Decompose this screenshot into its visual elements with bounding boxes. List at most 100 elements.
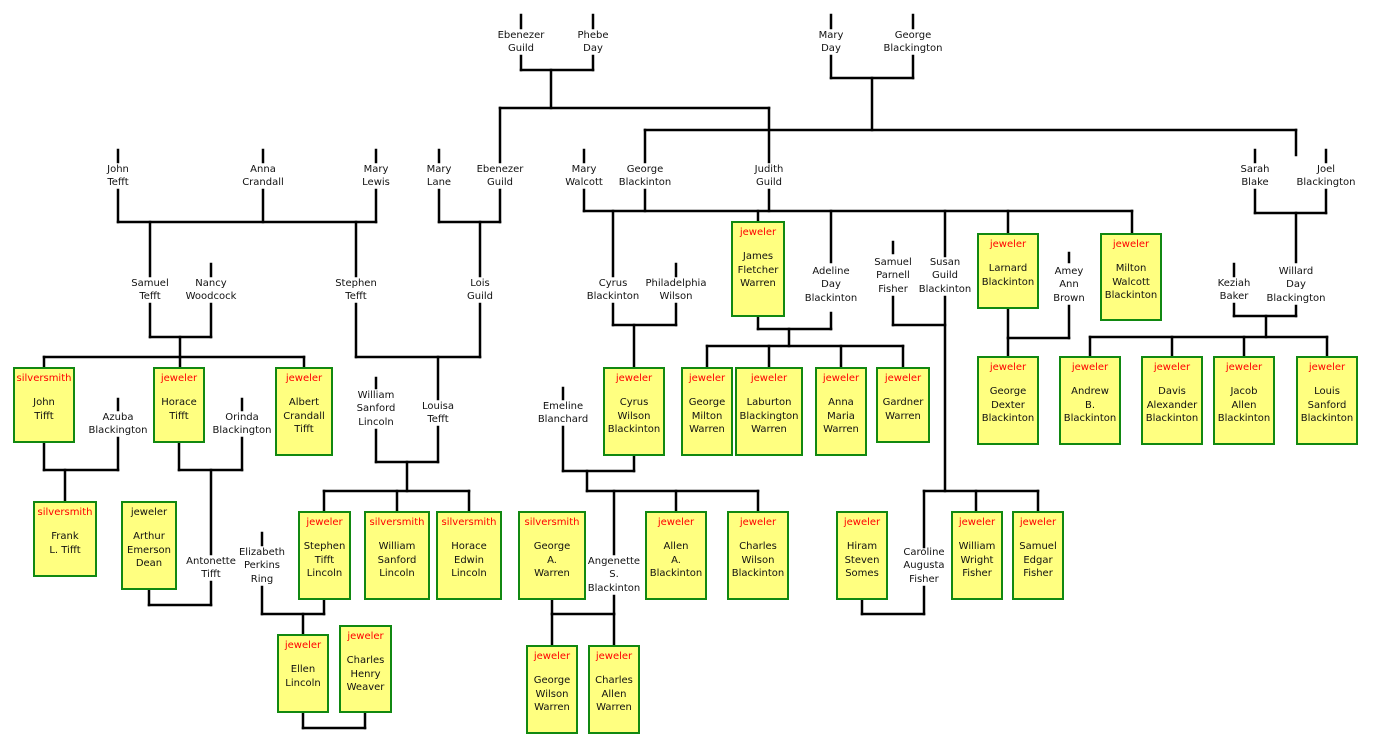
name-part: Albert bbox=[288, 397, 320, 408]
occupation-label: jeweler bbox=[347, 631, 384, 642]
name-part: Guild bbox=[932, 270, 958, 282]
name-part: Warren bbox=[885, 410, 921, 422]
name-part: Allen bbox=[663, 541, 689, 552]
name-part: Warren bbox=[823, 424, 859, 435]
occupation-label: jeweler bbox=[750, 373, 788, 384]
name-part: Larnard bbox=[988, 263, 1028, 274]
occupation-label: jeweler bbox=[284, 640, 322, 651]
name-part: Wilson bbox=[659, 291, 693, 302]
occupation-label: jeweler bbox=[739, 227, 777, 238]
name-part: Angenette bbox=[587, 555, 641, 567]
name-part: Samuel bbox=[131, 277, 169, 289]
name-part: George bbox=[626, 163, 664, 175]
name-part: William bbox=[958, 541, 996, 552]
name-part: Walcott bbox=[565, 177, 603, 188]
name-part: William bbox=[378, 541, 416, 552]
name-part: Alexander bbox=[1146, 399, 1198, 411]
name-part: Willard bbox=[1278, 265, 1314, 277]
name-part: Tifft bbox=[294, 424, 314, 435]
name-part: Blackington bbox=[88, 425, 148, 436]
occupation-label: jeweler bbox=[989, 362, 1027, 373]
name-part: Fisher bbox=[1023, 568, 1053, 579]
occupation-label: silversmith bbox=[369, 517, 425, 528]
name-part: Amey bbox=[1054, 265, 1084, 277]
name-part: Elizabeth bbox=[238, 546, 285, 558]
name-part: Blackinton bbox=[649, 568, 703, 579]
name-part: Antonette bbox=[186, 555, 236, 567]
name-part: Wright bbox=[960, 554, 994, 566]
occupation-label: jeweler bbox=[1308, 362, 1346, 373]
occupation-label: jeweler bbox=[1112, 239, 1150, 250]
name-part: Lane bbox=[426, 177, 452, 188]
name-part: Horace bbox=[451, 541, 487, 552]
name-part: Tefft bbox=[345, 291, 367, 302]
name-part: Tefft bbox=[427, 414, 449, 425]
name-part: Blackington bbox=[1296, 177, 1356, 188]
occupation-label: silversmith bbox=[37, 507, 93, 518]
name-part: Crandall bbox=[242, 177, 284, 188]
name-part: Adeline bbox=[812, 265, 850, 277]
occupation-label: jeweler bbox=[958, 517, 996, 528]
name-part: Allen bbox=[601, 688, 627, 700]
name-part: Davis bbox=[1158, 386, 1186, 397]
name-part: Day bbox=[821, 43, 841, 54]
name-part: Blackinton bbox=[1145, 413, 1199, 424]
name-part: Baker bbox=[1219, 291, 1249, 302]
name-part: Azuba bbox=[102, 411, 134, 423]
